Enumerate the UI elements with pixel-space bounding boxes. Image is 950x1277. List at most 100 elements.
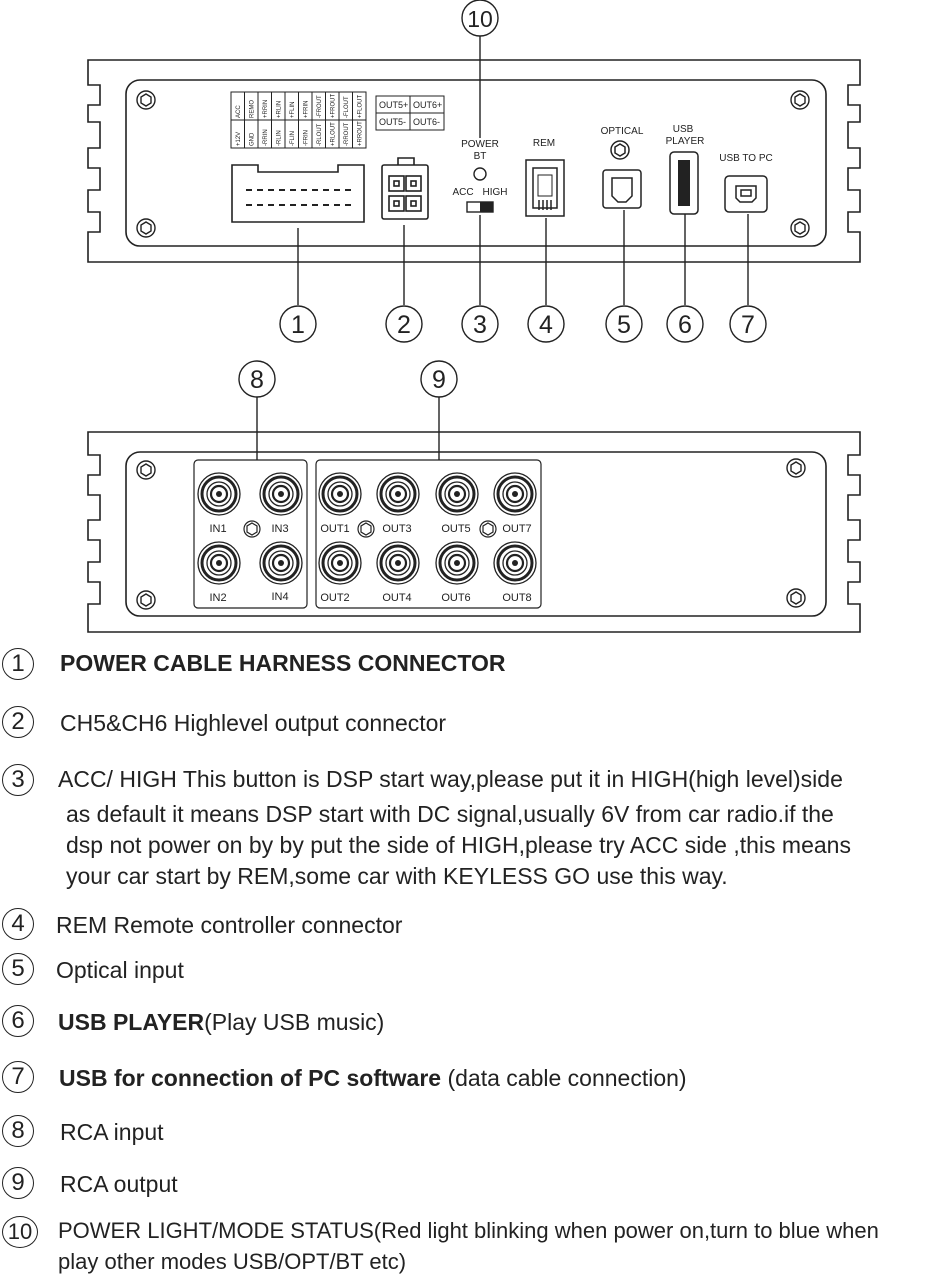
pin-label: +RROUT <box>358 121 364 146</box>
callout-10 <box>461 0 499 37</box>
bt-label: BT <box>474 151 487 162</box>
legend-continuation: dsp not power on by by put the side of H… <box>66 832 851 858</box>
pin-label: +RRIN <box>263 100 269 118</box>
legend-number: 2 <box>2 706 34 738</box>
leader-lines <box>256 36 749 460</box>
callout-label: 4 <box>539 311 553 339</box>
screw-icon <box>136 590 156 610</box>
pin-label: +RLIN <box>277 101 283 118</box>
screw-icon <box>357 520 375 538</box>
pin-label: REMO <box>250 100 256 118</box>
screw-icon <box>786 588 806 608</box>
callout-1 <box>279 305 317 343</box>
screw-icon <box>786 458 806 478</box>
pin-label: ACC <box>236 105 242 118</box>
callout-label: 3 <box>473 311 487 339</box>
acc-label: ACC <box>452 187 473 198</box>
callout-7 <box>729 305 767 343</box>
rca-label: IN3 <box>271 523 288 535</box>
legend-number: 10 <box>2 1216 38 1248</box>
rca-jack-icon <box>259 541 303 585</box>
rca-label: OUT4 <box>382 592 411 604</box>
screw-icon <box>136 460 156 480</box>
legend-continuation: as default it means DSP start with DC si… <box>66 801 834 827</box>
legend-bold: POWER CABLE HARNESS CONNECTOR <box>60 650 506 676</box>
rca-label: OUT8 <box>502 592 531 604</box>
legend-number: 1 <box>2 648 34 680</box>
legend-text: Remote controller connector <box>107 912 403 938</box>
legend-number: 8 <box>2 1115 34 1147</box>
legend-item-2: CH5&CH6 Highlevel output connector <box>60 710 446 737</box>
out56-cell: OUT6+ <box>413 100 442 110</box>
legend-item-1: POWER CABLE HARNESS CONNECTOR <box>60 650 506 677</box>
legend-item-9: RCA output <box>60 1171 178 1198</box>
out56-cell: OUT5- <box>379 117 406 127</box>
legend-item-7: USB for connection of PC software (data … <box>59 1065 687 1092</box>
callout-8 <box>238 360 276 398</box>
callout-2 <box>385 305 423 343</box>
legend-number: 7 <box>2 1061 34 1093</box>
callout-label: 5 <box>617 311 631 339</box>
pin-label: +FLOUT <box>358 94 364 118</box>
callout-label: 9 <box>432 366 446 394</box>
legend-text: (Play USB music) <box>204 1009 385 1035</box>
optical-input-port <box>602 140 642 209</box>
rca-label: IN1 <box>209 523 226 535</box>
legend-item-8: RCA input <box>60 1119 164 1146</box>
callout-label: 1 <box>291 311 305 339</box>
rca-label: OUT3 <box>382 523 411 535</box>
pin-label: -RLIN <box>277 130 283 146</box>
screw-icon <box>479 520 497 538</box>
pin-label: -FLOUT <box>344 96 350 118</box>
legend-bold: USB PLAYER <box>58 1009 205 1035</box>
legend-text: Optical input <box>56 957 184 983</box>
legend-lead: ACC/ HIGH <box>58 766 177 792</box>
legend-lead: REM <box>56 912 108 938</box>
screw-icon <box>790 218 810 238</box>
power-label: POWER <box>461 139 499 150</box>
out56-table <box>375 95 445 131</box>
legend-text: POWER LIGHT/MODE STATUS(Red light blinki… <box>58 1218 879 1243</box>
pin-label: +RLOUT <box>331 122 337 146</box>
rca-jack-icon <box>435 472 479 516</box>
pin-label: -RLOUT <box>317 123 323 146</box>
rca-label: OUT1 <box>320 523 349 535</box>
pin-label: -FLIN <box>290 131 296 146</box>
usb-pc-label: USB TO PC <box>719 153 773 164</box>
screw-icon <box>136 90 156 110</box>
legend-text: RCA output <box>60 1171 178 1197</box>
pin-label: -FROUT <box>317 95 323 118</box>
acc-high-switch <box>466 201 494 213</box>
bottom-panel-face <box>125 451 827 617</box>
rca-jack-icon <box>435 541 479 585</box>
rca-jack-icon <box>259 472 303 516</box>
screws <box>136 90 810 610</box>
callout-3 <box>461 305 499 343</box>
power-led-icon <box>473 167 487 181</box>
rca-jack-icon <box>197 472 241 516</box>
legend-number: 9 <box>2 1167 34 1199</box>
usb-player-label: PLAYER <box>666 136 705 147</box>
out56-cell: OUT6- <box>413 117 440 127</box>
legend-continuation: play other modes USB/OPT/BT etc) <box>58 1249 407 1274</box>
rca-jack-icon <box>376 472 420 516</box>
usb-pc-port <box>724 175 768 213</box>
ch56-output-connector <box>381 157 429 220</box>
pin-label: GND <box>250 132 256 146</box>
rca-jack-icon <box>318 541 362 585</box>
legend-continuation: your car start by REM,some car with KEYL… <box>66 863 728 889</box>
rem-label: REM <box>533 138 555 149</box>
rem-jack <box>525 159 565 217</box>
callout-6 <box>666 305 704 343</box>
legend-text: This button is DSP start way,please put … <box>176 766 843 792</box>
out56-cell: OUT5+ <box>379 100 408 110</box>
rca-jack-icon <box>318 472 362 516</box>
callout-9 <box>420 360 458 398</box>
rca-label: IN2 <box>209 592 226 604</box>
callout-5 <box>605 305 643 343</box>
callout-label: 2 <box>397 311 411 339</box>
callout-label: 10 <box>467 6 493 32</box>
rca-label: IN4 <box>271 591 288 603</box>
pin-label: -RRIN <box>263 129 269 146</box>
